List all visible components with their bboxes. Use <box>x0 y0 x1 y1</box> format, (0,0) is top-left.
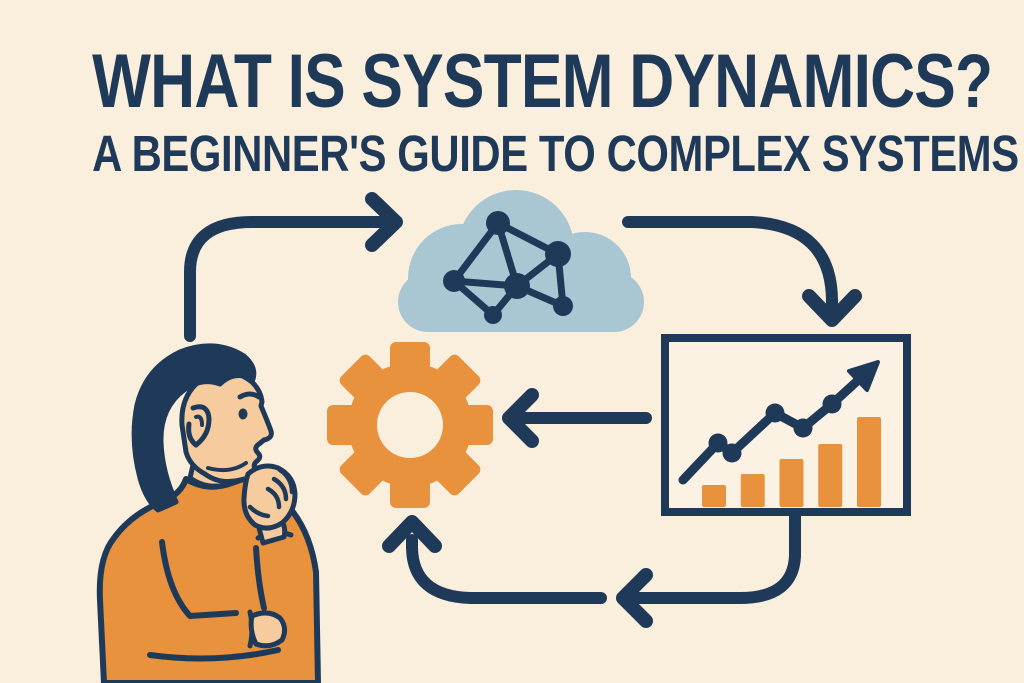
arrow-cloud-to-chart <box>622 216 862 327</box>
cheek-line <box>206 461 248 473</box>
chart-bar <box>779 459 804 507</box>
page-subtitle: A BEGINNER'S GUIDE TO COMPLEX SYSTEMS <box>92 125 1019 182</box>
network-edges <box>450 219 567 319</box>
network-node <box>486 211 510 235</box>
folded-hand <box>248 610 288 649</box>
trend-marker <box>722 443 742 463</box>
chart-bar <box>857 417 881 507</box>
growth-chart-bars <box>702 417 881 507</box>
network-edge-lines <box>450 219 567 319</box>
face <box>179 369 274 484</box>
thinking-person-illustration <box>96 343 321 683</box>
arrow-chart-to-bottom <box>616 508 801 628</box>
sweater-seam <box>159 539 239 619</box>
finger-lines <box>247 467 295 519</box>
network-node <box>504 273 530 299</box>
network-nodes <box>443 211 573 324</box>
raised-sleeve-inner-edge <box>253 545 267 611</box>
ear-inner-line <box>194 414 204 427</box>
page-title: WHAT IS SYSTEM DYNAMICS? <box>92 39 993 124</box>
folded-arm-underside <box>147 647 281 662</box>
cloud-shape <box>398 190 644 332</box>
arrow-chart-to-gear <box>502 388 652 448</box>
eye <box>238 408 248 420</box>
network-node <box>553 296 573 316</box>
ear <box>186 404 212 448</box>
gear-icon <box>327 342 493 508</box>
chart-bar <box>818 444 843 507</box>
arrow-bottom-to-gear <box>382 515 607 604</box>
trend-marker <box>765 403 785 423</box>
trend-marker <box>708 433 728 453</box>
gear-hole <box>377 392 443 458</box>
network-node <box>443 270 465 292</box>
cloud-network-icon <box>398 190 644 332</box>
hair <box>131 343 257 513</box>
eyebrow <box>237 391 262 400</box>
trend-markers <box>708 394 842 463</box>
chart-bar <box>740 474 765 507</box>
trend-arrowhead-icon <box>847 360 880 392</box>
arrow-person-to-cloud <box>184 192 403 342</box>
network-node <box>484 306 502 324</box>
trend-marker <box>793 418 813 438</box>
title-block: WHAT IS SYSTEM DYNAMICS? A BEGINNER'S GU… <box>0 39 1024 182</box>
growth-chart-panel <box>661 334 911 516</box>
network-node <box>545 241 571 267</box>
trend-marker <box>822 394 842 414</box>
chart-bar <box>702 485 726 507</box>
